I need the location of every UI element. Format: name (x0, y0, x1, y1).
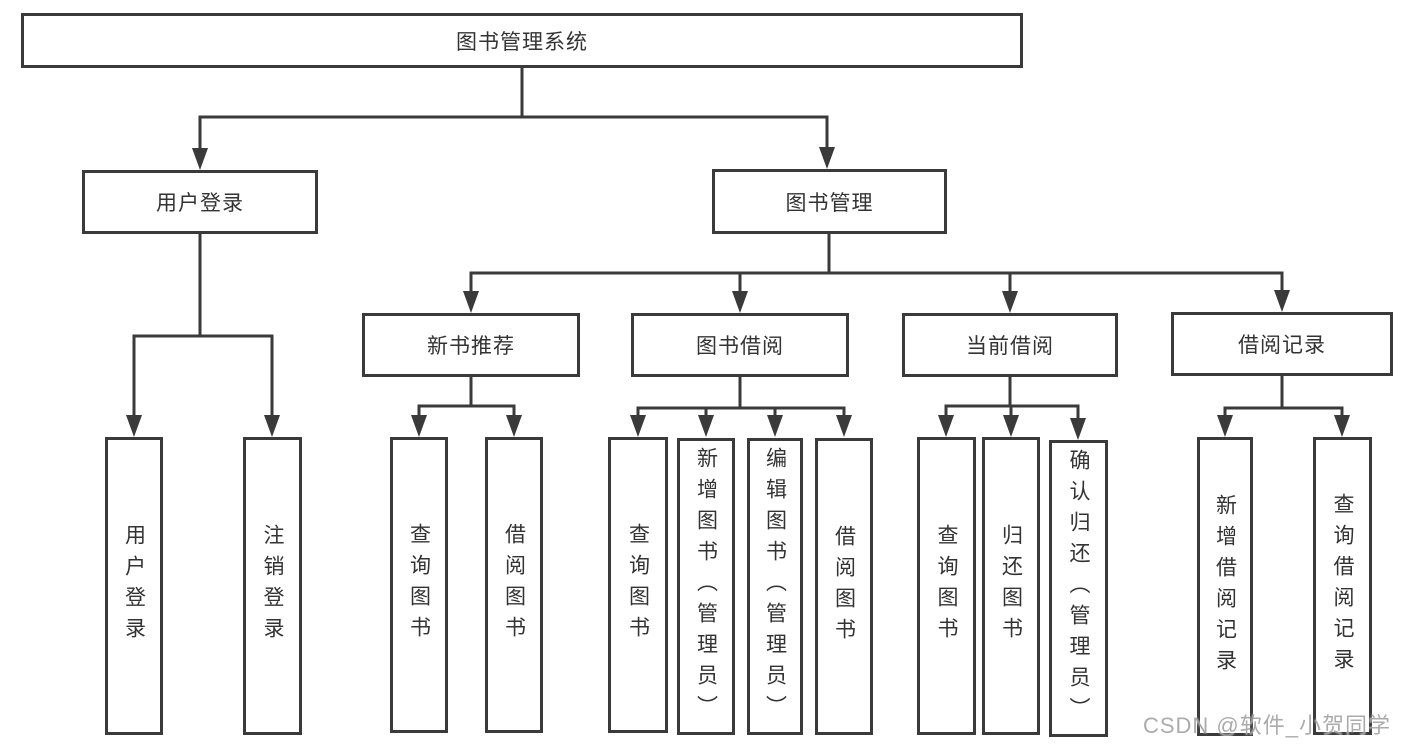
node-new-book-recommend: 新书推荐 (362, 313, 580, 377)
node-library-system: 图书管理系统 (21, 13, 1023, 68)
leaf-query-books-current: 查询图书 (917, 437, 976, 735)
node-borrow-record: 借阅记录 (1171, 312, 1393, 376)
csdn-watermark: CSDN @软件_小贺同学 (1142, 713, 1391, 738)
leaf-user-login: 用户登录 (105, 437, 163, 735)
node-current-borrow: 当前借阅 (902, 313, 1118, 377)
node-label: 借阅记录 (1238, 334, 1326, 357)
connector-new-book-branch (411, 377, 522, 437)
leaf-query-borrow-record: 查询借阅记录 (1313, 437, 1372, 735)
node-label: 图书管理系统 (456, 30, 588, 54)
node-label: 确认归还（管理员） (1067, 449, 1090, 728)
node-label: 注销登录 (261, 524, 284, 648)
node-label: 新增图书（管理员） (694, 447, 718, 726)
node-label: 当前借阅 (966, 335, 1054, 358)
leaf-query-books-borrow: 查询图书 (608, 437, 668, 733)
leaf-return-books: 归还图书 (982, 437, 1040, 735)
connector-book-borrow-branch (630, 377, 852, 437)
node-label: 借阅图书 (502, 523, 526, 647)
node-book-borrow: 图书借阅 (631, 313, 849, 377)
leaf-add-books-admin: 新增图书（管理员） (677, 438, 735, 735)
node-label: 借阅图书 (832, 524, 856, 649)
connector-borrow-record-branch (1217, 376, 1350, 437)
node-label: 编辑图书（管理员） (763, 447, 787, 726)
node-label: 查询图书 (407, 523, 431, 647)
node-label: 查询图书 (626, 523, 650, 647)
node-label: 新书推荐 (427, 335, 515, 358)
connector-book-mgmt-branch (463, 234, 1290, 313)
node-label: 图书管理 (785, 191, 874, 215)
node-label: 查询图书 (935, 524, 958, 648)
leaf-add-borrow-record: 新增借阅记录 (1197, 437, 1253, 736)
leaf-borrow-books-recommend: 借阅图书 (485, 437, 543, 733)
leaf-borrow-books: 借阅图书 (815, 438, 873, 735)
connector-user-login-branch (126, 234, 280, 437)
leaf-logout: 注销登录 (243, 437, 302, 735)
node-label: 归还图书 (999, 524, 1023, 648)
node-label: 用户登录 (156, 192, 244, 215)
node-user-login: 用户登录 (82, 170, 318, 234)
connector-current-borrow-branch (938, 377, 1086, 440)
leaf-confirm-return-admin: 确认归还（管理员） (1049, 440, 1108, 737)
leaf-edit-books-admin: 编辑图书（管理员） (747, 438, 803, 735)
node-label: 图书借阅 (696, 335, 784, 358)
leaf-query-books-recommend: 查询图书 (390, 437, 448, 733)
node-book-management: 图书管理 (712, 169, 947, 234)
node-label: 新增借阅记录 (1213, 493, 1237, 680)
connector-root-branch (192, 68, 835, 170)
node-label: 用户登录 (122, 524, 146, 648)
node-label: 查询借阅记录 (1331, 493, 1354, 679)
